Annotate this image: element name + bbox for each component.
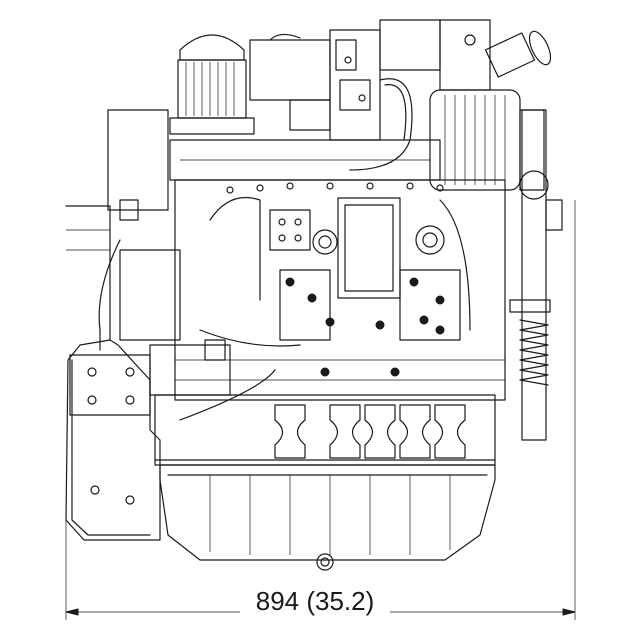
alternator (429, 89, 545, 191)
filter-housing (98, 109, 181, 351)
turbo-outlet (439, 19, 552, 91)
oil-filler-cap (169, 34, 255, 135)
dimension-arrow-left (65, 608, 79, 616)
crankcase (154, 394, 496, 466)
dimension-arrow-right (562, 608, 576, 616)
cylinder-head (169, 19, 441, 181)
engine-block (149, 179, 506, 421)
width-dimension: 894 (35.2) (65, 200, 576, 620)
dimension-label: 894 (35.2) (256, 586, 375, 616)
fan-pulley-column (509, 109, 563, 441)
oil-pan (159, 464, 496, 571)
